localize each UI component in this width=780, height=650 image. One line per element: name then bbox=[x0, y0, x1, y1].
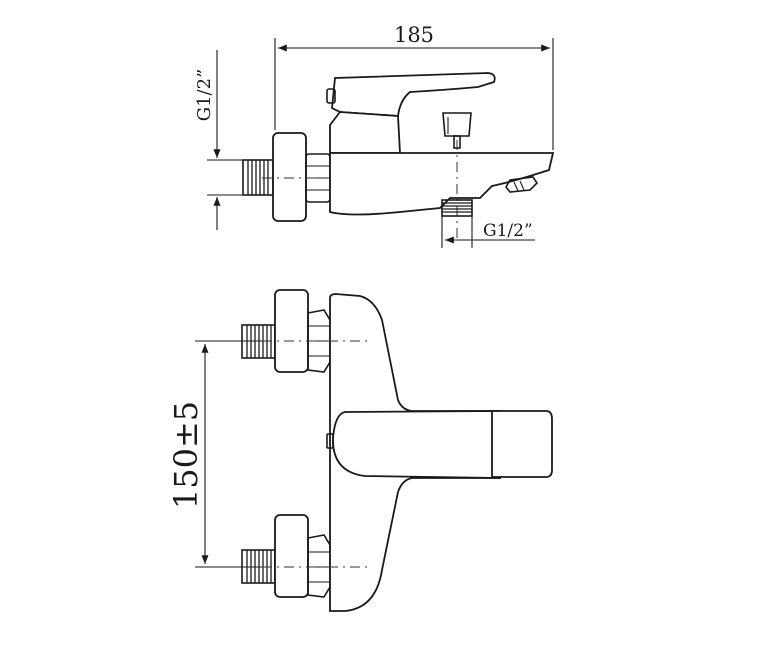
handle-lever-top bbox=[331, 72, 496, 117]
top-view: 185 G1/2” bbox=[194, 23, 555, 248]
inlet-upper-front bbox=[241, 289, 331, 373]
dimension-185: 185 bbox=[274, 23, 554, 150]
outlet-thread-top bbox=[441, 199, 473, 217]
dimension-label-185: 185 bbox=[394, 23, 434, 47]
front-view: 150±5 bbox=[167, 289, 553, 612]
dimension-outlet-thread: G1/2” bbox=[441, 216, 535, 248]
dimension-label-inlet-thread: G1/2” bbox=[194, 69, 215, 122]
dimension-inlet-thread: G1/2” bbox=[194, 50, 272, 230]
inlet-lower-front bbox=[241, 514, 331, 598]
inlet-thread-top bbox=[242, 159, 274, 196]
diverter-knob-top bbox=[442, 112, 472, 149]
handle-cap-top bbox=[326, 88, 336, 104]
dimension-inlet-spacing: 150±5 bbox=[167, 340, 270, 568]
escutcheon-lower bbox=[274, 514, 309, 598]
escutcheon-top bbox=[272, 132, 307, 222]
spout-aerator-top bbox=[505, 176, 539, 193]
handle-lever-front bbox=[332, 410, 501, 479]
cartridge-housing-top bbox=[329, 111, 401, 154]
handle-grip-front bbox=[491, 410, 553, 478]
dimension-label-inlet-spacing: 150±5 bbox=[167, 401, 205, 509]
hex-nut-lower bbox=[307, 534, 331, 598]
handle-cap-front bbox=[326, 433, 334, 449]
escutcheon-upper bbox=[274, 289, 309, 373]
dimension-label-outlet-thread: G1/2” bbox=[483, 221, 533, 241]
